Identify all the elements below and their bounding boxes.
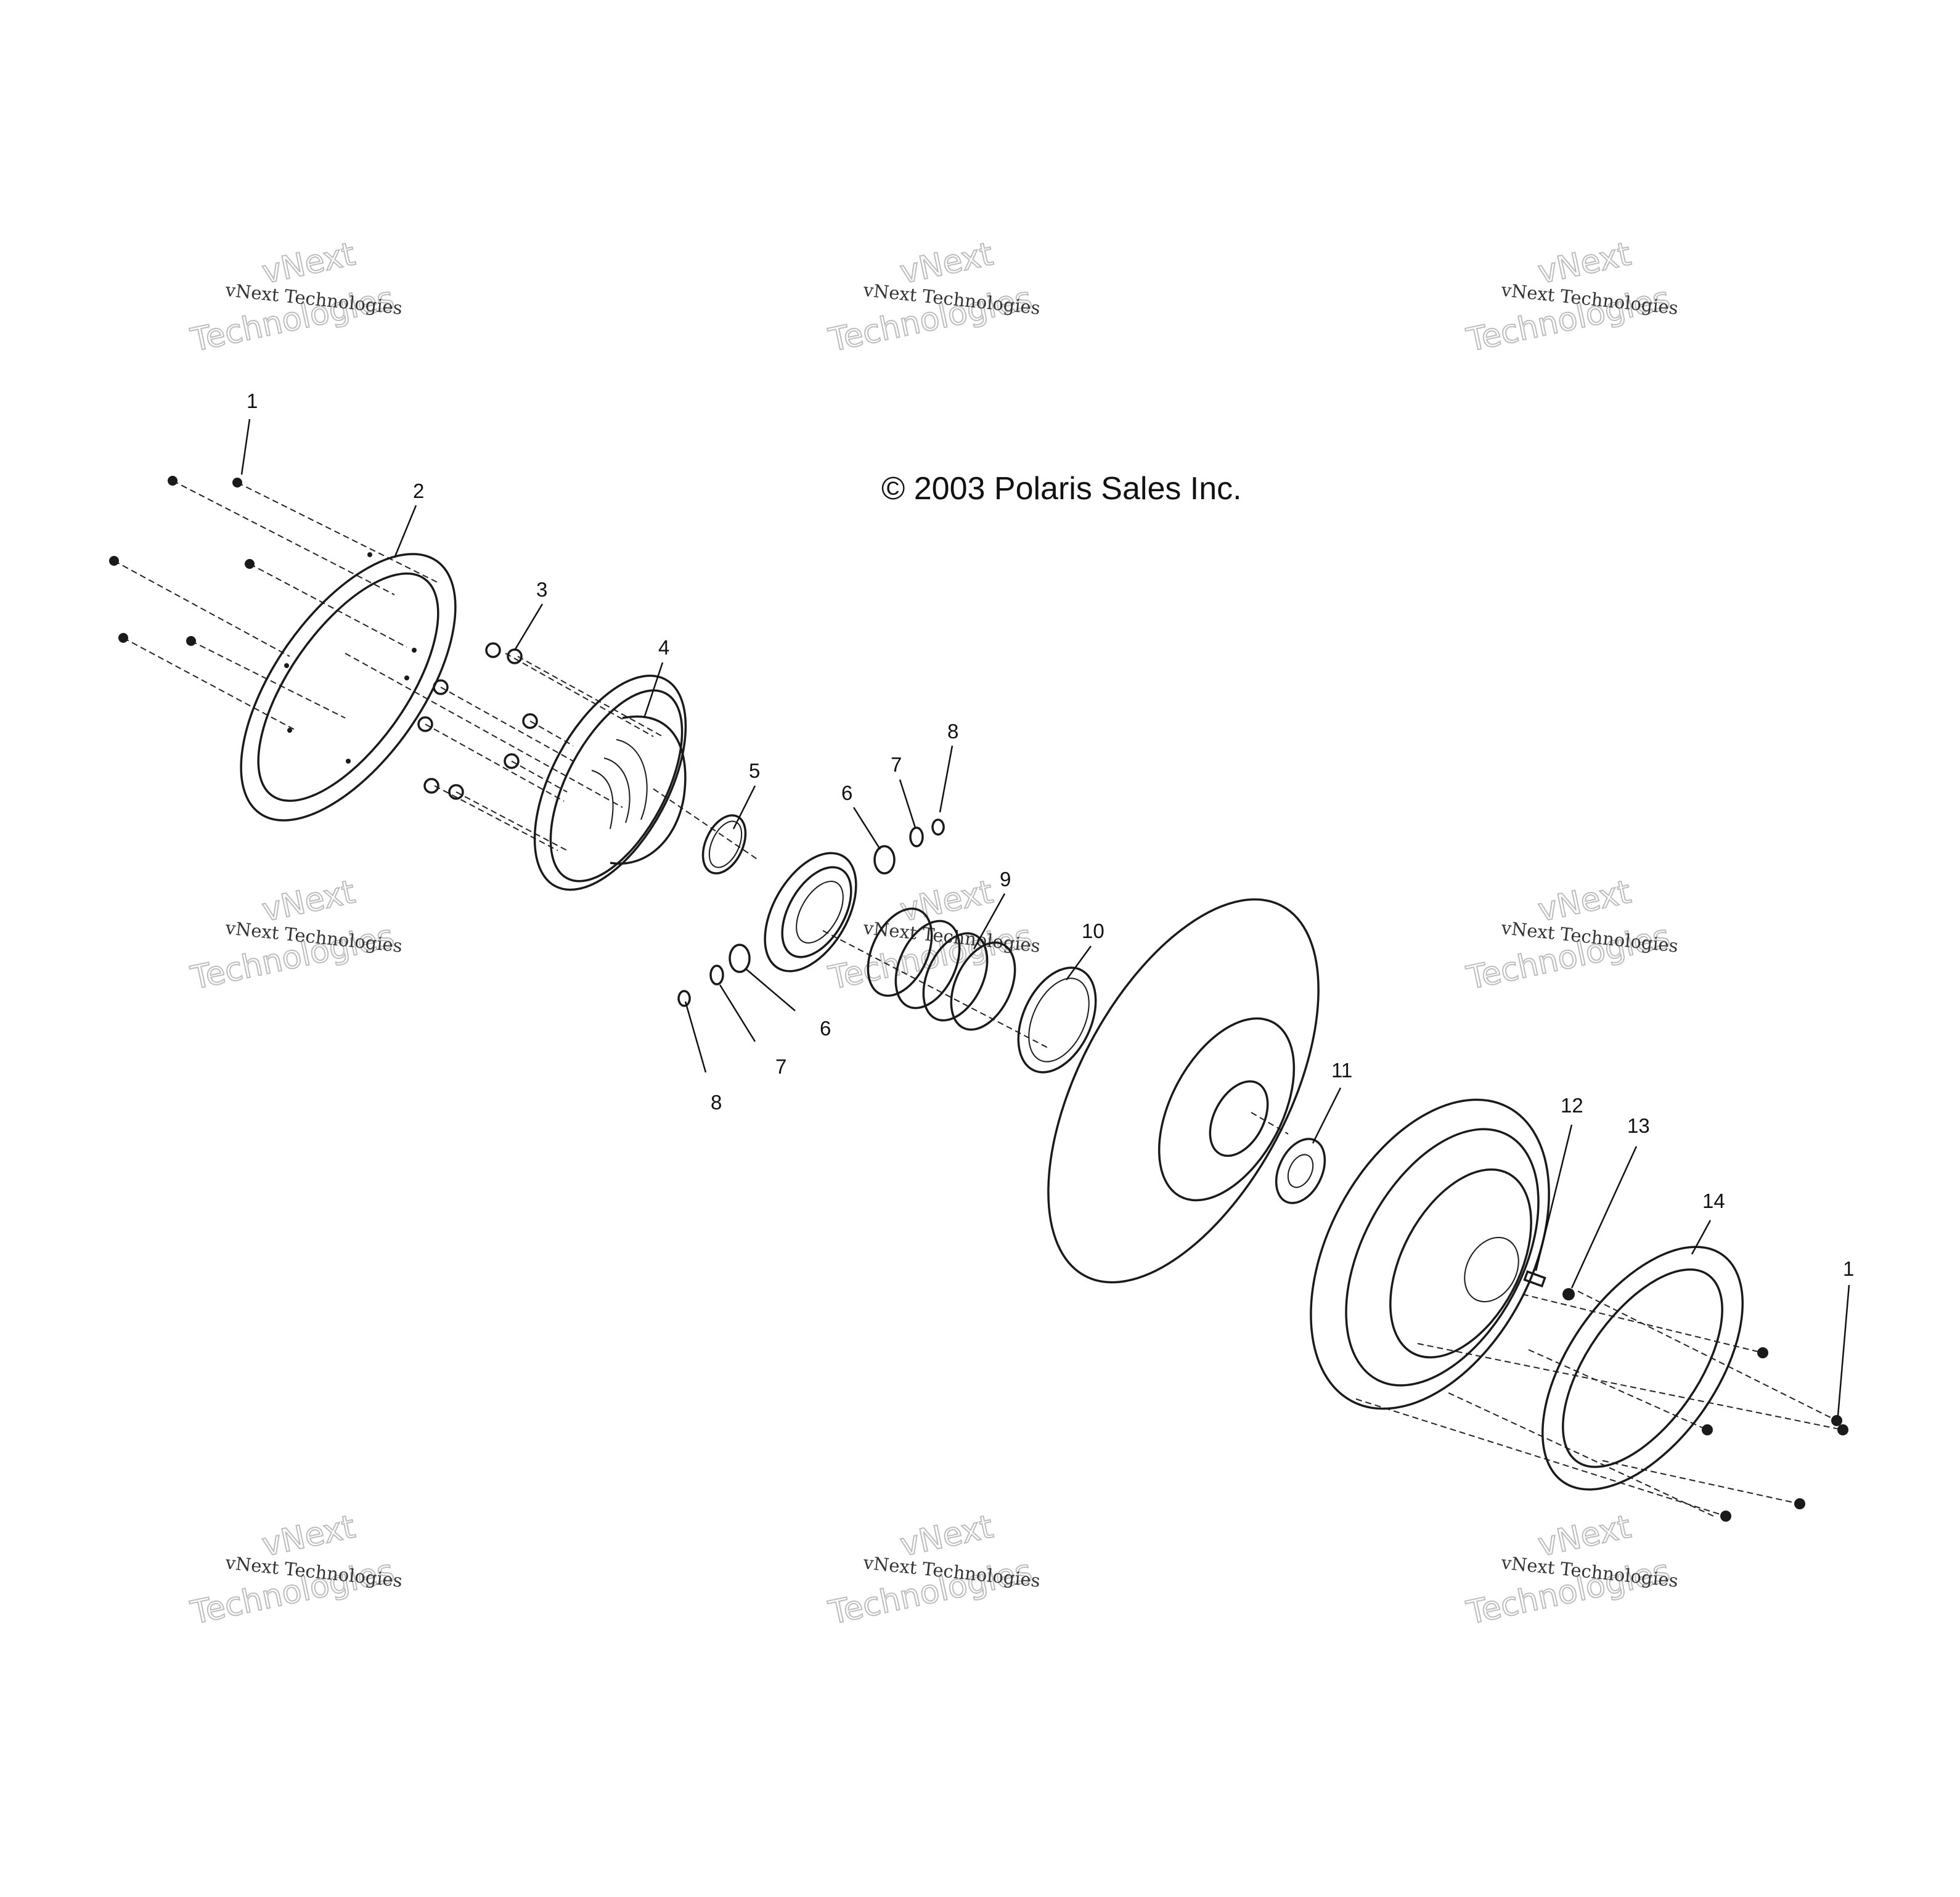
fastener-centerlines-right (1355, 1291, 1844, 1517)
callout-11: 11 (1331, 1059, 1352, 1082)
pin-part-12 (1523, 1270, 1546, 1287)
spring-part-9 (867, 907, 1016, 1031)
ring-part-10 (1017, 966, 1097, 1074)
watermark-text-large: vNext (897, 235, 996, 291)
callout-1-left: 1 (247, 390, 258, 412)
callout-13: 13 (1627, 1114, 1650, 1137)
bushings-part-6 (729, 845, 896, 973)
watermark-text-large: vNext (259, 1508, 358, 1564)
screws-part-3 (417, 642, 538, 800)
callout-7-upper: 7 (891, 753, 902, 776)
callout-9: 9 (1000, 868, 1011, 891)
callout-3: 3 (536, 578, 547, 601)
gasket-ring-part-2 (240, 552, 457, 822)
watermark-text-large: vNext (259, 873, 358, 929)
gasket-ring-part-14 (1541, 1246, 1744, 1491)
cover-housing-part-4 (533, 674, 687, 891)
e-clips-part-8 (677, 818, 945, 1007)
screws-part-1-right (1702, 1347, 1848, 1522)
watermark-text-large: vNext (897, 1508, 996, 1564)
callout-1-right: 1 (1843, 1257, 1854, 1280)
callout-8-upper: 8 (947, 720, 958, 743)
callout-leaders (240, 418, 1850, 1416)
callout-10: 10 (1082, 920, 1105, 942)
callout-14: 14 (1702, 1189, 1725, 1212)
nut-part-13 (1562, 1288, 1575, 1300)
watermark-text-large: vNext (259, 235, 358, 291)
callout-8-lower: 8 (711, 1091, 722, 1114)
callout-2: 2 (413, 479, 424, 502)
callout-6-lower: 6 (820, 1017, 831, 1040)
fastener-centerlines-left (113, 480, 1289, 1135)
watermark-text-large: vNext (1535, 1508, 1634, 1564)
callout-12: 12 (1561, 1094, 1583, 1117)
sheave-disc (1047, 898, 1320, 1284)
fixed-sheave (1310, 1098, 1550, 1410)
watermark-text-large: vNext (1535, 235, 1634, 291)
callout-labels: 1 2 3 4 5 6 7 8 9 10 6 7 8 11 12 13 14 1 (247, 390, 1854, 1280)
callout-5: 5 (749, 759, 760, 782)
snap-ring-part-5 (701, 814, 747, 875)
washers-part-7 (709, 826, 924, 985)
watermark-text-large: vNext (897, 873, 996, 929)
callout-7-lower: 7 (775, 1055, 786, 1078)
callout-6-upper: 6 (841, 781, 852, 804)
copyright-notice: © 2003 Polaris Sales Inc. (881, 471, 1242, 507)
bearing-housing (764, 852, 857, 973)
screws-part-1-left (109, 476, 255, 646)
washer-part-11 (1275, 1138, 1326, 1204)
watermark-text-large: vNext (1535, 873, 1634, 929)
callout-4: 4 (658, 636, 669, 659)
